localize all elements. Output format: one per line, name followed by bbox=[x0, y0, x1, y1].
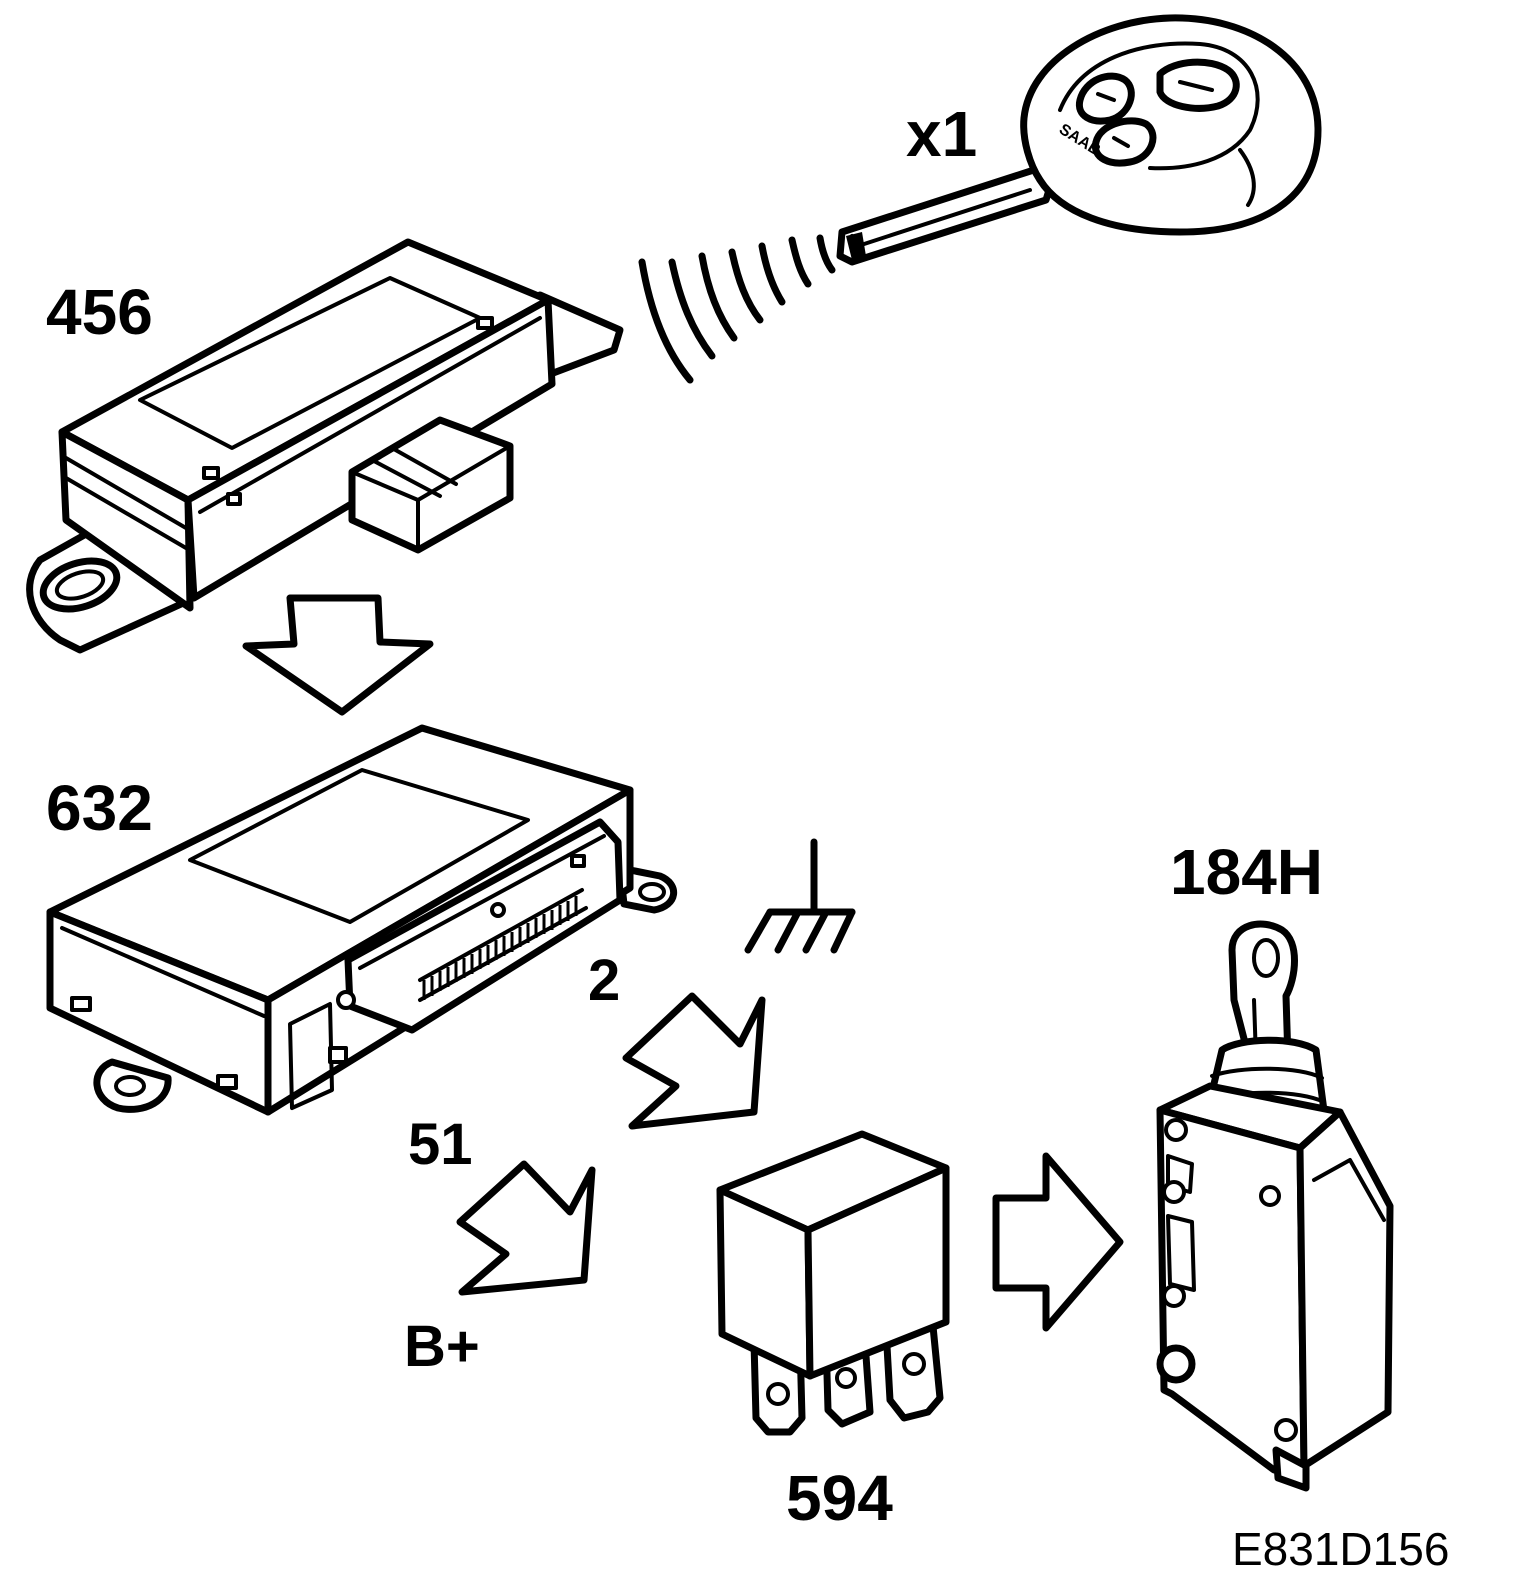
figure-code: E831D156 bbox=[1232, 1523, 1450, 1575]
control-module bbox=[46, 724, 678, 1116]
label-battery-pin: 51 bbox=[408, 1112, 473, 1177]
right-arrow bbox=[992, 1152, 1124, 1332]
label-lock-motor: 184H bbox=[1170, 836, 1323, 908]
label-key: x1 bbox=[906, 98, 978, 170]
receiver-module bbox=[26, 238, 624, 654]
connector-pins bbox=[422, 896, 578, 1000]
relay bbox=[716, 1130, 950, 1436]
arrow-ground bbox=[622, 992, 766, 1130]
label-battery: B+ bbox=[404, 1314, 480, 1379]
label-receiver: 456 bbox=[46, 276, 153, 348]
radio-wave-icon bbox=[638, 234, 836, 384]
label-ground-output: 2 bbox=[588, 948, 621, 1013]
ground-icon bbox=[744, 838, 856, 954]
lock-motor bbox=[1156, 920, 1394, 1492]
arrow-battery bbox=[456, 1160, 596, 1296]
down-arrow bbox=[242, 594, 434, 716]
key-fob: SAAB bbox=[836, 14, 1322, 266]
label-control-module: 632 bbox=[46, 772, 153, 844]
label-relay: 594 bbox=[786, 1462, 893, 1534]
